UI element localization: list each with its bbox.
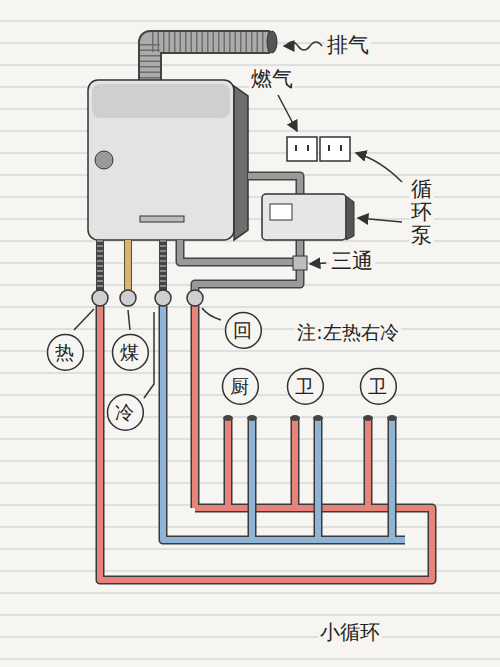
hot-pipe: [100, 306, 432, 580]
valve: [187, 290, 203, 306]
circle-label: 冷: [106, 393, 145, 432]
heater-side: [234, 86, 248, 240]
circle-label: 回: [224, 311, 263, 350]
circle-label: 煤: [111, 333, 150, 372]
tee-fitting: [293, 256, 307, 270]
annotation-text: 燃气: [249, 67, 295, 92]
circle-text: 卫: [368, 375, 387, 398]
leader-arrow: [356, 153, 402, 182]
annotation-text: 小循环: [318, 620, 382, 644]
circle-text: 厨: [230, 375, 249, 398]
valve: [120, 290, 136, 306]
pipe-ends: [223, 415, 397, 421]
cold-pipe: [163, 306, 405, 540]
circle-outline: [47, 334, 83, 370]
leader-arrow: [310, 263, 326, 264]
circle-label: 厨: [221, 367, 260, 406]
pipe-end: [387, 415, 397, 421]
circle-outline: [107, 394, 143, 430]
circle-outline: [225, 312, 261, 348]
circle-text: 回: [233, 319, 252, 342]
heater-panel: [140, 216, 184, 222]
annotation-text: 循环泵: [409, 176, 434, 249]
circle-label: 卫: [359, 367, 398, 406]
leader-line: [128, 310, 130, 330]
valve: [92, 290, 108, 306]
circle-text: 卫: [295, 375, 314, 398]
pipe-end: [223, 415, 233, 421]
circle-outline: [112, 334, 148, 370]
pipe-end: [363, 415, 373, 421]
leader-line: [202, 308, 221, 320]
cold-fitting: [159, 240, 167, 290]
leader-line: [74, 309, 94, 330]
pump-side: [346, 196, 354, 240]
valve: [155, 290, 171, 306]
annotation-text: 三通: [329, 249, 375, 274]
circle-label: 热: [46, 333, 85, 372]
hot-fitting: [97, 240, 103, 290]
heater-knob: [95, 151, 113, 169]
power-socket: [320, 137, 350, 161]
leader-arrow: [284, 42, 322, 50]
circle-outline: [360, 368, 396, 404]
circle-text: 冷: [115, 401, 134, 424]
circle-text: 煤: [120, 341, 139, 364]
leaders: [74, 42, 402, 398]
circle-outline: [287, 368, 323, 404]
circle-label: 卫: [286, 367, 325, 406]
socket-slots: [296, 145, 341, 151]
pipe-end: [247, 415, 257, 421]
cold-pipe: [163, 306, 405, 540]
circle-text: 热: [55, 341, 74, 364]
leader-arrow: [358, 218, 402, 222]
annotation-text: 注:左热右冷: [295, 321, 400, 344]
circle-outline: [222, 368, 258, 404]
valves: [92, 290, 203, 306]
gas-fitting: [125, 240, 131, 290]
hot-pipe: [100, 306, 432, 580]
pipe-end: [313, 415, 323, 421]
annotation-text: 排气: [325, 33, 371, 58]
duct-outlet: [267, 31, 277, 53]
hot-fitting: [96, 240, 104, 290]
heater-shading: [92, 84, 230, 118]
heater-body: [88, 80, 234, 240]
pump-display: [270, 204, 292, 220]
circulation-pump: [262, 194, 346, 240]
pipe-end: [290, 415, 300, 421]
cold-fitting: [160, 240, 166, 290]
power-socket: [287, 137, 317, 161]
leader-arrow: [278, 95, 297, 131]
gas-fitting: [124, 240, 132, 290]
